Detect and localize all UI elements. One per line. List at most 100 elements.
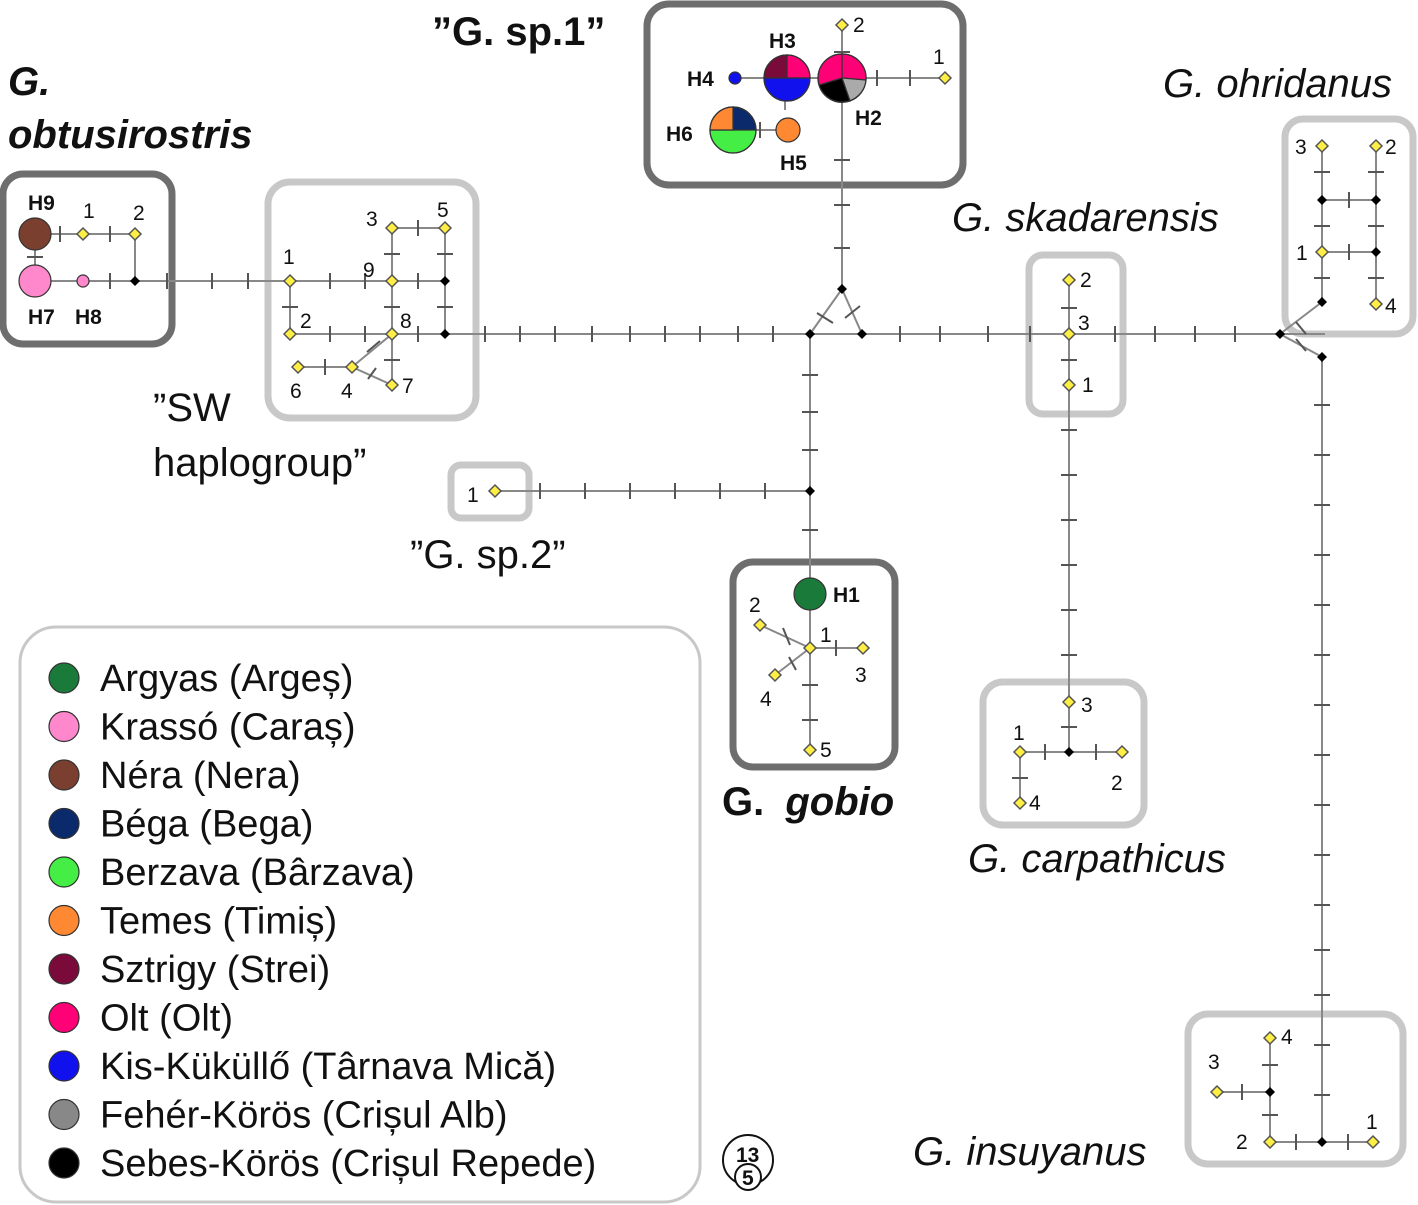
node-number: 7: [402, 375, 414, 398]
box-sw-haplogroup: [264, 178, 480, 422]
box-obtusirostris: [0, 170, 176, 348]
label-H4: H4: [687, 68, 714, 91]
legend-label: Béga (Bega): [100, 804, 313, 846]
node-number: 2: [133, 202, 145, 225]
legend-entry: Fehér-Körös (Crișul Alb): [48, 1095, 508, 1137]
legend-label: Néra (Nera): [100, 755, 301, 797]
median-vector: [1317, 297, 1327, 307]
legend-entry: Olt (Olt): [48, 998, 233, 1040]
node-number: 6: [290, 380, 302, 403]
node-number: 3: [1295, 136, 1307, 159]
node-number: 1: [1082, 374, 1094, 397]
median-vector: [1317, 1137, 1327, 1147]
group-gobio-prefix: G.: [722, 780, 764, 824]
haplotype-circles: [18, 53, 867, 611]
haplotype-H2-pie: [817, 53, 867, 103]
node-number: 4: [760, 688, 772, 711]
node-number: 9: [363, 259, 375, 282]
group-sp1: ”G. sp.1”: [432, 10, 605, 54]
scale-circle-small: [734, 1163, 762, 1191]
label-H9: H9: [28, 192, 55, 215]
legend-label: Argyas (Argeș): [100, 658, 353, 700]
group-obtusirostris-line2: obtusirostris: [8, 113, 252, 157]
node-number: 1: [467, 484, 479, 507]
label-H8: H8: [75, 306, 102, 329]
legend-box: [18, 625, 702, 1204]
legend-entry: Kis-Küküllő (Târnava Mică): [48, 1046, 556, 1088]
legend-label: Krassó (Caraș): [100, 707, 356, 749]
legend-label: Sztrigy (Strei): [100, 949, 330, 991]
legend: Argyas (Argeș) Krassó (Caraș) Néra (Nera) B…: [18, 625, 702, 1204]
group-ohridanus: G. ohridanus: [1163, 62, 1392, 106]
legend-label: Sebes-Körös (Crișul Repede): [100, 1143, 596, 1185]
haplotype-H6-pie: [709, 106, 757, 154]
legend-swatch: [48, 856, 80, 888]
median-vector: [1265, 1087, 1275, 1097]
node-number: 1: [283, 246, 295, 269]
median-vector: [440, 329, 450, 339]
mutation-ticks: [27, 51, 1384, 1150]
median-vector: [1371, 195, 1381, 205]
legend-swatch: [48, 1147, 80, 1179]
legend-entry: Béga (Bega): [48, 804, 313, 846]
label-H1: H1: [833, 584, 860, 607]
median-vector: [805, 329, 815, 339]
legend-swatch: [48, 1001, 80, 1034]
node-number: 1: [83, 200, 95, 223]
haplotype-H3-pie: [763, 54, 811, 102]
legend-entry: Temes (Timiș): [48, 901, 337, 943]
haplotype-H7-circle: [18, 264, 52, 298]
node-number: 2: [300, 310, 312, 333]
legend-label: Kis-Küküllő (Târnava Mică): [100, 1046, 556, 1088]
node-number: 3: [366, 208, 378, 231]
node-number: 2: [1385, 136, 1397, 159]
node-number: 2: [749, 594, 761, 617]
box-insuyanus: [1184, 1010, 1407, 1168]
legend-swatch: [48, 807, 80, 840]
legend-entry: Néra (Nera): [48, 755, 301, 797]
node-number: 4: [1385, 295, 1397, 318]
group-skadarensis: G. skadarensis: [952, 196, 1219, 240]
label-H6: H6: [666, 123, 693, 146]
legend-label: Olt (Olt): [100, 998, 233, 1040]
node-number: 3: [855, 664, 867, 687]
median-vector: [1317, 352, 1327, 362]
legend-label: Fehér-Körös (Crișul Alb): [100, 1095, 508, 1137]
node-number: 1: [1296, 242, 1308, 265]
node-number: 4: [341, 380, 353, 403]
node-number: 4: [1029, 792, 1041, 815]
node-number: 3: [1208, 1051, 1220, 1074]
median-vector: [805, 486, 815, 496]
box-ohridanus: [1281, 115, 1417, 338]
haplotype-labels: H9 H7 H8 H3 H4 H2 H6 H5 H1: [28, 30, 882, 607]
node-number: 2: [1236, 1131, 1248, 1154]
box-carpathicus: [979, 678, 1148, 829]
legend-entry: Argyas (Argeș): [48, 658, 353, 700]
group-names: G. obtusirostris ”G. sp.1” G. ohridanus …: [8, 10, 1392, 1174]
group-sw-line2: haplogroup”: [153, 441, 367, 485]
legend-label: Berzava (Bârzava): [100, 852, 415, 894]
median-vectors: [130, 195, 1381, 1147]
legend-swatch: [48, 710, 80, 743]
legend-swatch: [48, 662, 80, 694]
node-number: 1: [933, 46, 945, 69]
group-sp2: ”G. sp.2”: [410, 533, 566, 577]
median-vector: [440, 276, 450, 286]
scale-big-value: 13: [736, 1144, 759, 1167]
median-vector: [1064, 747, 1074, 757]
haplotype-H1-circle: [793, 577, 827, 611]
scale-small-value: 5: [742, 1167, 754, 1190]
node-number: 1: [1013, 722, 1025, 745]
legend-swatch: [48, 904, 80, 937]
legend-entry: Krassó (Caraș): [48, 707, 356, 749]
label-H2: H2: [855, 107, 882, 130]
minor-haplotypes: [75, 17, 1384, 1150]
haplotype-H9-circle: [18, 217, 52, 251]
size-scale: 13 5: [722, 1134, 774, 1191]
median-vector: [1317, 195, 1327, 205]
group-carpathicus: G. carpathicus: [968, 837, 1226, 881]
legend-swatch: [48, 1050, 80, 1082]
median-vector: [857, 329, 867, 339]
legend-label: Temes (Timiș): [100, 901, 337, 943]
